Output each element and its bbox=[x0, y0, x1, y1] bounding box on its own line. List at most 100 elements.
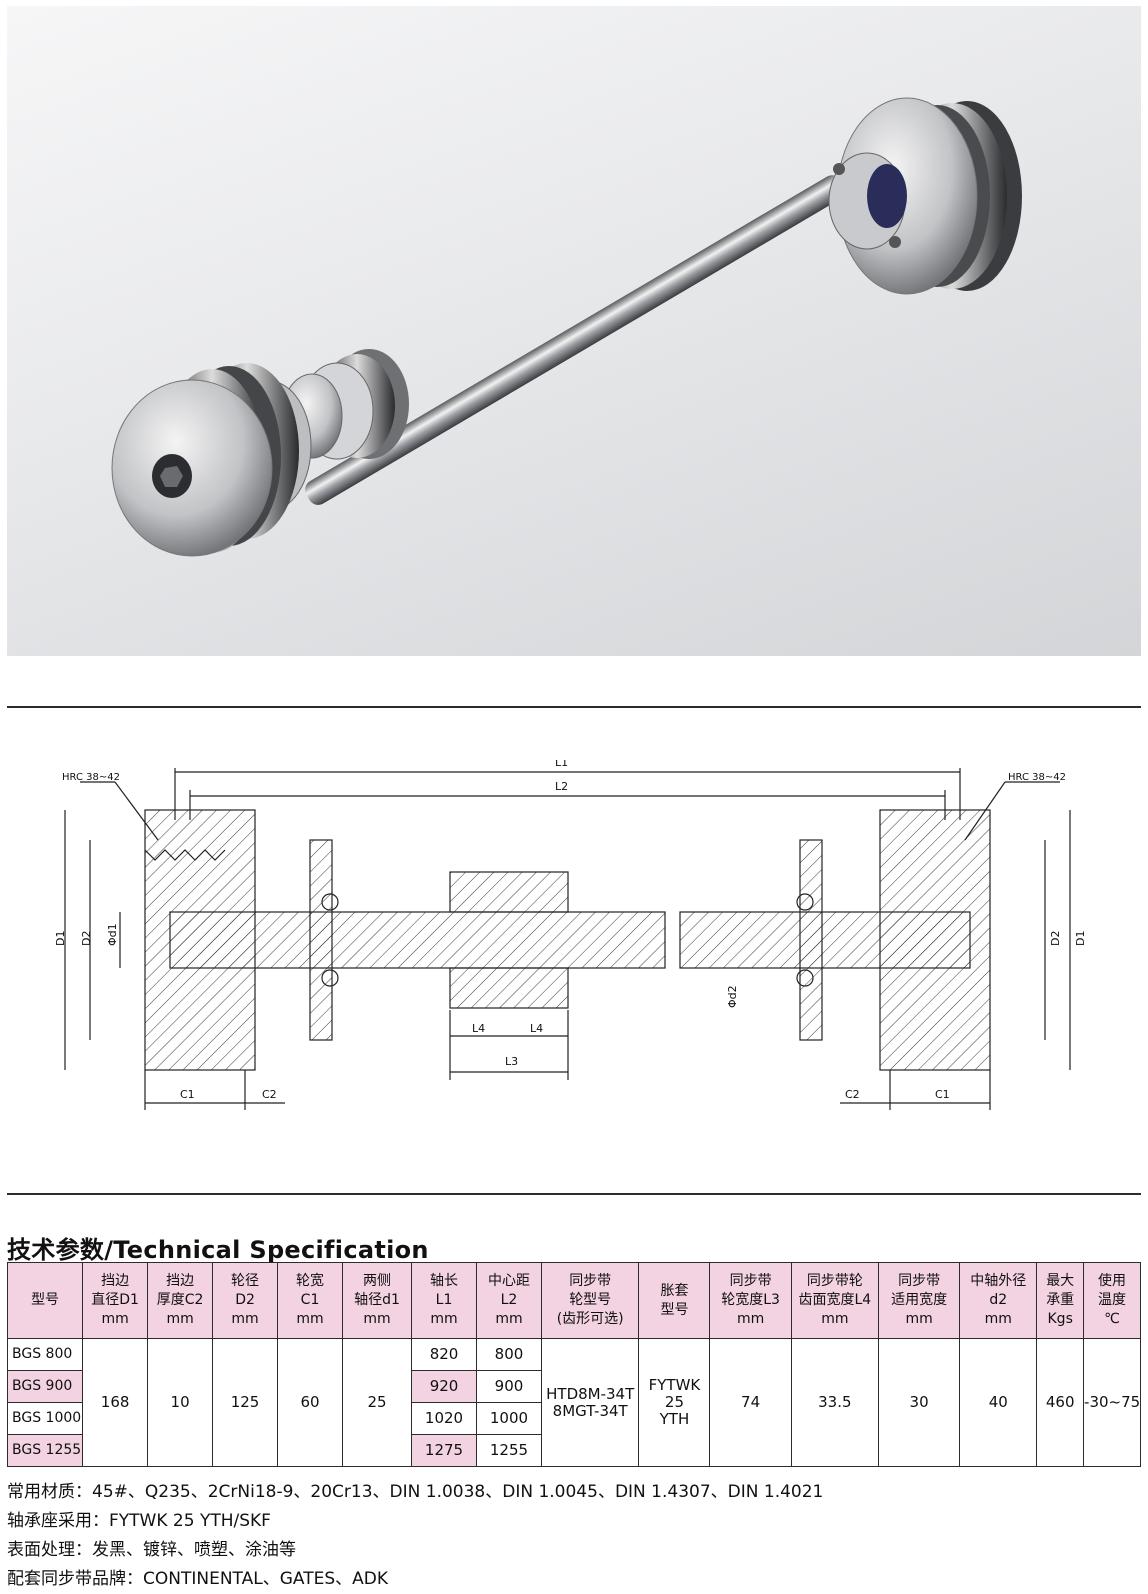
dim-label-d1-right: D1 bbox=[1074, 931, 1087, 946]
dim-label-l4-left: L4 bbox=[472, 1022, 485, 1035]
sleeve-model-line2: 25 bbox=[664, 1393, 684, 1411]
note-bearing-housing: 轴承座采用：FYTWK 25 YTH/SKF bbox=[7, 1511, 271, 1531]
header-line: mm bbox=[905, 1311, 933, 1327]
note-surface-treatment: 表面处理：发黑、镀锌、喷塑、涂油等 bbox=[7, 1540, 296, 1560]
model-cell: BGS 1255 bbox=[6, 1434, 84, 1467]
spec-title: 技术参数/Technical Specification bbox=[7, 1236, 429, 1264]
dim-label-c1-left: C1 bbox=[180, 1088, 195, 1101]
table-row: BGS 1255 1275 1255 bbox=[6, 1434, 1141, 1467]
note-materials: 常用材质：45#、Q235、2CrNi18-9、20Cr13、DIN 1.003… bbox=[7, 1482, 824, 1502]
header-line: mm bbox=[231, 1311, 259, 1327]
header-line: 挡边 bbox=[101, 1273, 130, 1289]
c2-cell: 10 bbox=[147, 1338, 214, 1467]
header-line: mm bbox=[821, 1311, 849, 1327]
header-line: 轴径d1 bbox=[354, 1292, 400, 1308]
dim-label-l2: L2 bbox=[555, 780, 568, 793]
max-load-cell: 460 bbox=[1036, 1338, 1085, 1467]
pulley-model-line1: HTD8M-34T bbox=[546, 1384, 635, 1403]
header-line: 温度 bbox=[1098, 1292, 1127, 1308]
shaft-d1-cell: 25 bbox=[341, 1338, 413, 1467]
hrc-label-right: HRC 38~42 bbox=[1008, 772, 1066, 783]
model-cell: BGS 1000 bbox=[6, 1402, 84, 1435]
belt-width-cell: 30 bbox=[877, 1338, 961, 1467]
header-line: mm bbox=[984, 1311, 1012, 1327]
l2-cell: 1000 bbox=[476, 1402, 542, 1435]
pulley-model-cell: HTD8M-34T 8MGT-34T bbox=[540, 1338, 640, 1467]
l2-cell: 900 bbox=[476, 1370, 542, 1403]
header-line: 同步带 bbox=[898, 1273, 941, 1289]
spec-notes: 常用材质：45#、Q235、2CrNi18-9、20Cr13、DIN 1.003… bbox=[7, 1478, 823, 1594]
header-l1: 轴长 L1 mm bbox=[411, 1262, 477, 1339]
c1-cell: 60 bbox=[277, 1338, 343, 1467]
pulley-model-line2: 8MGT-34T bbox=[552, 1401, 628, 1420]
table-row: BGS 900 920 900 bbox=[6, 1370, 1141, 1403]
header-line: 同步带 bbox=[729, 1273, 772, 1289]
header-temperature: 使用温度 ℃ bbox=[1083, 1262, 1141, 1339]
header-line: L1 bbox=[435, 1292, 453, 1308]
l1-cell: 920 bbox=[411, 1370, 477, 1403]
table-row: BGS 1000 1020 1000 bbox=[6, 1402, 1141, 1435]
dim-label-l1: L1 bbox=[555, 760, 568, 769]
dim-label-shaft-d2: Φd2 bbox=[726, 985, 739, 1008]
header-line: 挡边 bbox=[166, 1273, 195, 1289]
sleeve-model-line1: FYTWK bbox=[648, 1376, 701, 1394]
header-line: 中心距 bbox=[487, 1273, 530, 1289]
left-pulley-render bbox=[111, 363, 312, 557]
header-line: 厚度C2 bbox=[156, 1292, 204, 1308]
header-line: mm bbox=[166, 1311, 194, 1327]
sleeve-model-cell: FYTWK 25 YTH bbox=[638, 1338, 711, 1467]
model-cell: BGS 800 bbox=[6, 1338, 84, 1371]
product-render-image bbox=[7, 6, 1141, 656]
sleeve-model-line3: YTH bbox=[659, 1410, 690, 1428]
l4-cell: 33.5 bbox=[790, 1338, 879, 1467]
l2-cell: 800 bbox=[476, 1338, 542, 1371]
header-line: 两侧 bbox=[363, 1273, 392, 1289]
header-line: 轮型号 bbox=[569, 1292, 612, 1308]
header-c2: 挡边厚度C2 mm bbox=[147, 1262, 214, 1339]
header-line: 同步带 bbox=[569, 1273, 612, 1289]
l2-cell: 1255 bbox=[476, 1434, 542, 1467]
header-line: 承重 bbox=[1046, 1292, 1075, 1308]
header-line: mm bbox=[363, 1311, 391, 1327]
header-line: ℃ bbox=[1104, 1311, 1120, 1327]
l1-cell: 1275 bbox=[411, 1434, 477, 1467]
header-line: 轮宽 bbox=[296, 1273, 325, 1289]
l3-cell: 74 bbox=[709, 1338, 792, 1467]
header-model: 型号 bbox=[6, 1262, 84, 1339]
header-line: C1 bbox=[300, 1292, 320, 1308]
hrc-label-left: HRC 38~42 bbox=[62, 772, 120, 783]
header-line: mm bbox=[495, 1311, 523, 1327]
header-line: mm bbox=[430, 1311, 458, 1327]
header-line: d2 bbox=[989, 1292, 1008, 1308]
header-line: 使用 bbox=[1098, 1273, 1127, 1289]
header-line: mm bbox=[296, 1311, 324, 1327]
header-pulley-model: 同步带轮型号 (齿形可选) bbox=[540, 1262, 640, 1339]
note-belt-brands: 配套同步带品牌：CONTINENTAL、GATES、ADK bbox=[7, 1569, 388, 1589]
right-pulley-render bbox=[828, 97, 1022, 295]
header-line: 齿面宽度L4 bbox=[798, 1292, 872, 1308]
d1-cell: 168 bbox=[82, 1338, 149, 1467]
table-row: BGS 800 168 10 125 60 25 820 800 HTD8M-3… bbox=[6, 1338, 1141, 1467]
d2-cell: 125 bbox=[212, 1338, 279, 1467]
header-line: (齿形可选) bbox=[556, 1311, 624, 1327]
header-line: 最大 bbox=[1046, 1273, 1075, 1289]
dim-label-d2-right: D2 bbox=[1049, 931, 1062, 946]
dim-label-l4-right: L4 bbox=[530, 1022, 543, 1035]
header-line: mm bbox=[101, 1311, 129, 1327]
header-line: 轴长 bbox=[430, 1273, 459, 1289]
header-shaft-d1: 两侧轴径d1 mm bbox=[341, 1262, 413, 1339]
dim-label-d1-left: D1 bbox=[54, 931, 67, 946]
l1-cell: 1020 bbox=[411, 1402, 477, 1435]
model-cell: BGS 900 bbox=[6, 1370, 84, 1403]
header-line: D2 bbox=[235, 1292, 255, 1308]
header-line: 型号 bbox=[660, 1301, 689, 1318]
